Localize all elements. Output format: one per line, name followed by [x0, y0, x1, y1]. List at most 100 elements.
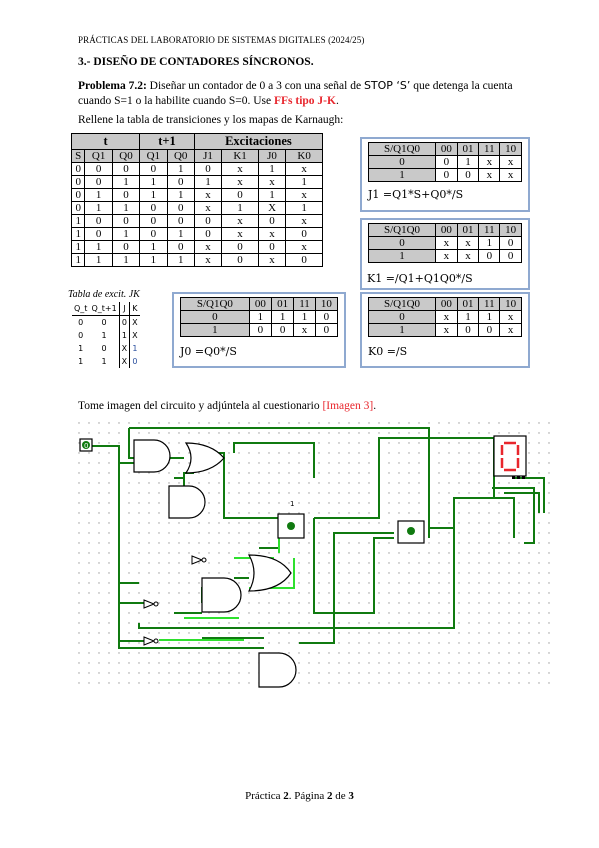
kmap-cell: x — [293, 323, 316, 337]
kmap-header-cell: 10 — [499, 297, 522, 311]
table-cell: 0 — [111, 240, 141, 254]
image-instruction-text: Tome imagen del circuito y adjúntela al … — [78, 400, 323, 412]
page-header: PRÁCTICAS DEL LABORATORIO DE SISTEMAS DI… — [78, 35, 365, 45]
kmap-cell: 1 — [478, 236, 501, 250]
table-cell: 1 — [84, 240, 113, 254]
kmap-cell: 1 — [478, 310, 501, 324]
display-segments — [500, 441, 520, 472]
table-cell: 1 — [285, 201, 323, 215]
and-gate-4[interactable] — [258, 652, 297, 688]
kmap-header-cell: 10 — [499, 223, 522, 237]
kmap-cell: 0 — [456, 323, 480, 337]
kmap-cell: 1 — [248, 310, 272, 324]
table-cell: 0 — [111, 188, 141, 202]
jk-cell: 0 — [132, 357, 138, 366]
or-gate-1[interactable] — [184, 442, 225, 474]
table-cell: x — [193, 253, 223, 267]
table-cell: X — [257, 201, 287, 215]
kmap-cell: x — [456, 249, 480, 263]
kmap-header-cell: 10 — [499, 142, 522, 156]
not-gate-1[interactable] — [191, 555, 204, 565]
table-cell: x — [193, 201, 223, 215]
table-cell: x — [285, 240, 323, 254]
table-cell: 1 — [70, 214, 86, 228]
kmap-header-cell: 01 — [456, 223, 480, 237]
table-cell: 1 — [166, 162, 195, 176]
column-header: Q1 — [139, 149, 168, 163]
jk-cell: 0 — [78, 318, 84, 327]
table-cell: 1 — [166, 188, 195, 202]
kmap-header-cell: 11 — [478, 142, 501, 156]
kmap-header-cell: 00 — [434, 223, 458, 237]
jk-header-cell: Q_t — [72, 302, 90, 316]
jk-cell: 0 — [78, 331, 84, 340]
jk-cell: 0 — [89, 342, 120, 355]
footer-prefix: Práctica — [245, 790, 284, 802]
kmap-cell: x — [499, 155, 522, 169]
table-cell: 1 — [70, 227, 86, 241]
footer-practice-number: 2 — [283, 790, 289, 802]
kmap-header-cell: 01 — [456, 297, 480, 311]
kmap-cell: x — [434, 323, 458, 337]
table-cell: 1 — [166, 253, 195, 267]
jk-header-cell: Q_t+1 — [89, 302, 120, 316]
table-cell: 0 — [139, 227, 168, 241]
table-cell: x — [221, 227, 259, 241]
and-gate-2[interactable] — [168, 485, 206, 519]
table-cell: 0 — [84, 227, 113, 241]
problem-text-1: Diseñar un contador de 0 a 3 con una señ… — [146, 80, 364, 92]
and-gate-3[interactable] — [201, 577, 242, 613]
table-cell: 0 — [221, 188, 259, 202]
not-gate-3[interactable] — [143, 636, 156, 646]
table-cell: 1 — [257, 162, 287, 176]
table-cell: x — [257, 253, 287, 267]
jk-cell: 0 — [89, 315, 120, 329]
kmap-header-cell: S/Q1Q0 — [368, 142, 436, 156]
not-gate-2-bubble — [153, 601, 159, 607]
table-cell: 1 — [139, 175, 168, 189]
kmap-cell: x — [499, 310, 522, 324]
kmap-header-cell: 00 — [248, 297, 272, 311]
table-cell: 1 — [84, 188, 113, 202]
kmap-cell: 0 — [499, 236, 522, 250]
kmap-cell: x — [456, 236, 480, 250]
and-gate-1[interactable] — [133, 439, 171, 473]
table-cell: x — [285, 162, 323, 176]
kmap-j1-result: J1 =Q1*S+Q0*/S — [368, 188, 464, 201]
jk-cell: 1 — [78, 344, 84, 353]
problem-text-2: que detenga la cuenta cuando S=1 o la ha… — [78, 80, 513, 107]
table-cell: 0 — [139, 201, 168, 215]
kmap-header-cell: 10 — [314, 297, 339, 311]
kmap-cell: 0 — [499, 249, 522, 263]
table-cell: 1 — [139, 188, 168, 202]
or-gate-2[interactable] — [247, 554, 292, 592]
kmap-header-cell: 11 — [478, 223, 501, 237]
not-gate-2[interactable] — [143, 599, 156, 609]
jk-cell: 1 — [89, 355, 120, 368]
problem-statement: Problema 7.2: Diseñar un contador de 0 a… — [78, 78, 538, 109]
kmap-cell: 0 — [478, 323, 501, 337]
jk-cell: X — [119, 355, 131, 368]
image-instruction-end: . — [373, 400, 377, 412]
jk-cell: 1 — [89, 329, 120, 342]
ff-q1-led — [287, 522, 295, 530]
table-cell: 0 — [111, 162, 141, 176]
kmap-cell: 1 — [270, 310, 295, 324]
column-header: S — [70, 149, 86, 163]
footer-page-word: . Página — [288, 790, 327, 802]
problem-end: . — [335, 95, 339, 107]
kmap-cell: x — [434, 249, 458, 263]
table-cell: 1 — [193, 175, 223, 189]
